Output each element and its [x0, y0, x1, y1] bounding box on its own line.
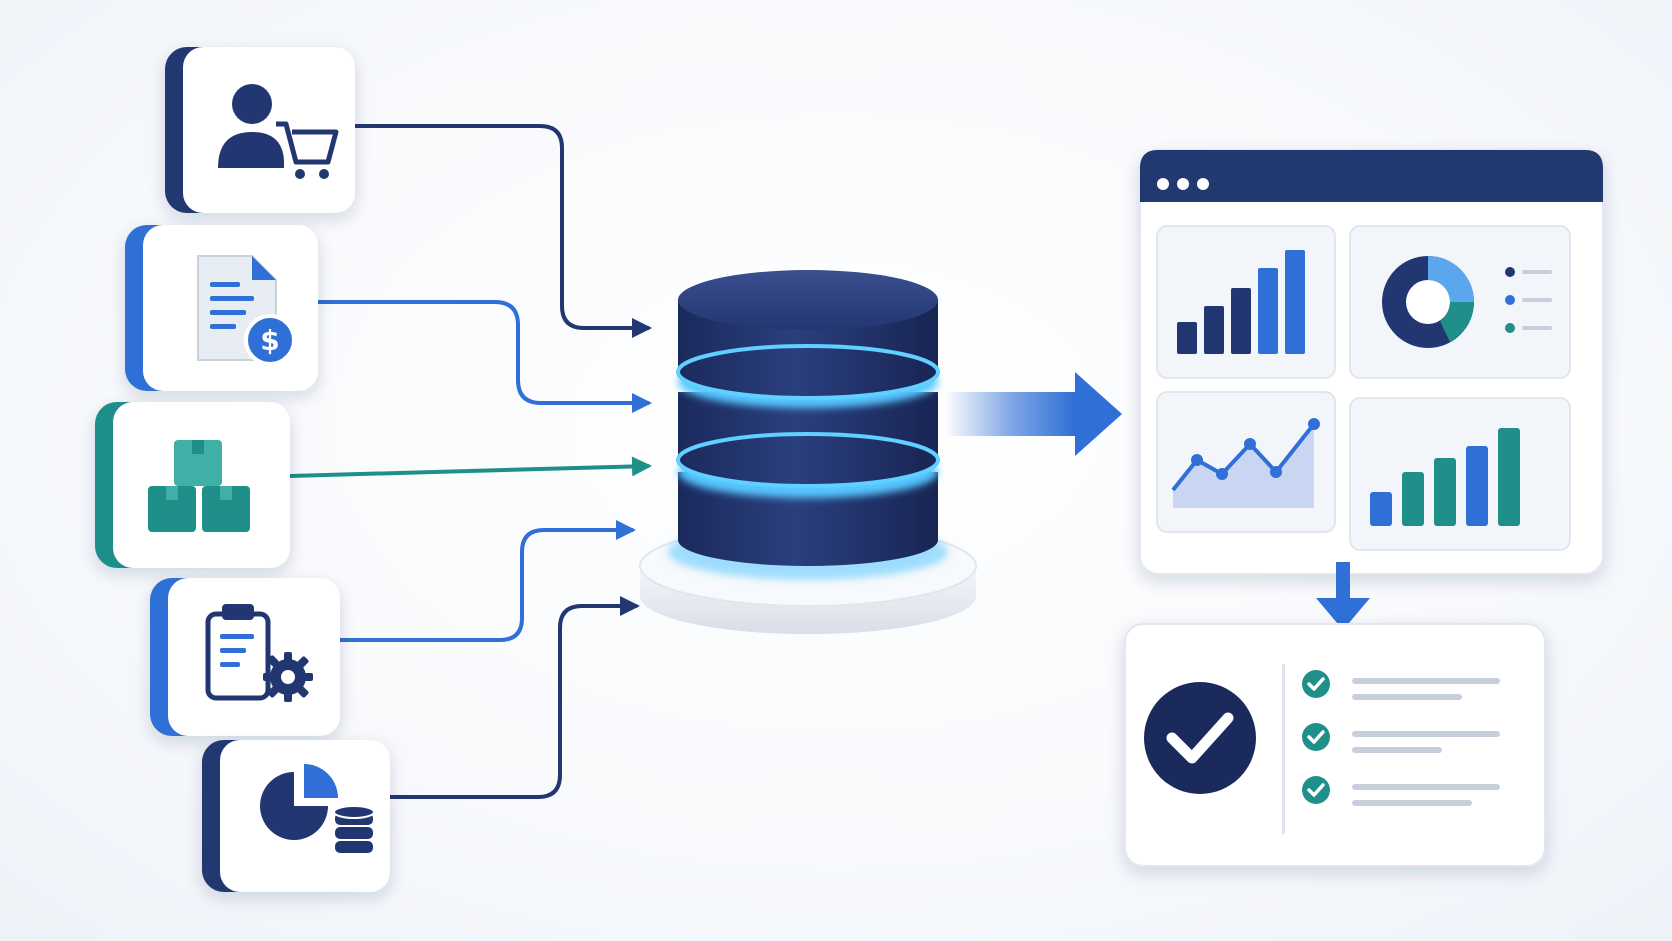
- bar-chart-icon: [1177, 250, 1305, 354]
- database-cylinder-icon: [639, 270, 977, 634]
- connector-invoices: [316, 300, 652, 413]
- approved-check-icon: [1144, 682, 1256, 794]
- window-dot-icon: [1197, 178, 1209, 190]
- flow-arrow-to-report: [1316, 562, 1370, 630]
- connector-analytics-db: [388, 596, 640, 799]
- line-chart-icon: [1171, 418, 1320, 508]
- window-dot-icon: [1177, 178, 1189, 190]
- pie-database-icon: [260, 764, 375, 855]
- donut-chart-icon: [1382, 256, 1552, 348]
- boxes-icon: [148, 440, 250, 532]
- invoice-dollar-icon: $: [197, 255, 296, 366]
- source-tile-customer-purchases: [165, 47, 355, 213]
- check-item-icon: [1302, 670, 1330, 698]
- flow-arrow-to-dashboard: [945, 372, 1122, 456]
- connector-lines: [288, 124, 652, 799]
- user-cart-icon: [218, 84, 339, 179]
- connector-operations: [338, 520, 636, 642]
- connector-inventory: [288, 456, 652, 478]
- check-item-icon: [1302, 776, 1330, 804]
- window-dot-icon: [1157, 178, 1169, 190]
- connector-customer-purchases: [353, 124, 652, 338]
- svg-text:$: $: [260, 324, 279, 357]
- report-contents: [1144, 664, 1500, 834]
- check-item-icon: [1302, 723, 1330, 751]
- bar-chart-multicolor-icon: [1370, 428, 1520, 526]
- clipboard-gear-icon: [205, 604, 313, 702]
